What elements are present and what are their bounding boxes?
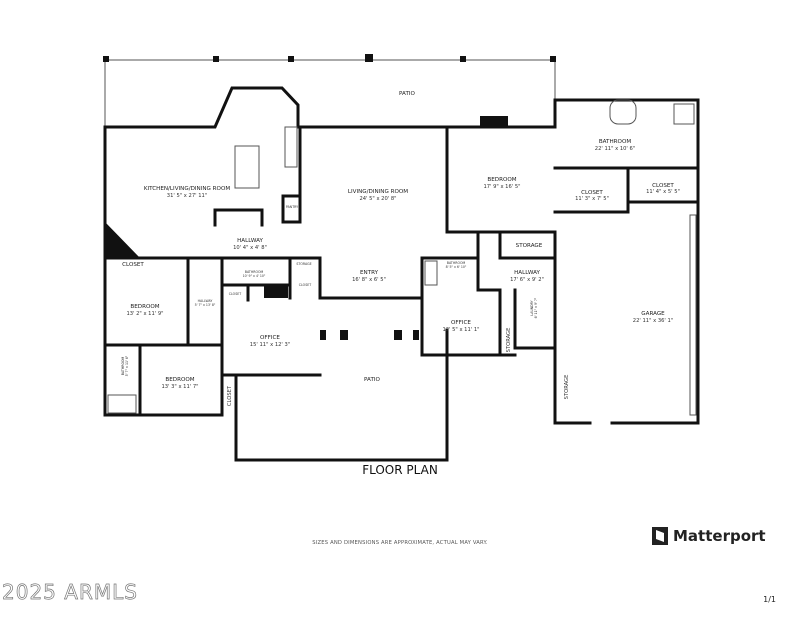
room-closet-bottom: CLOSET xyxy=(227,385,233,406)
room-living: LIVING/DINING ROOM xyxy=(348,189,408,195)
room-garage-dims: 22' 11" x 36' 1" xyxy=(633,318,673,324)
room-laundry-dims: 6' 11" x 9' 7" xyxy=(534,297,538,318)
room-living-dims: 24' 5" x 20' 8" xyxy=(359,196,396,202)
brand-name: Matterport xyxy=(673,527,766,545)
room-hallway-left: HALLWAY xyxy=(198,299,213,303)
room-hallway-right-dims: 17' 6" x 9' 2" xyxy=(510,277,544,283)
room-bedroom-left: BEDROOM xyxy=(130,304,159,310)
disclaimer: SIZES AND DIMENSIONS ARE APPROXIMATE, AC… xyxy=(312,540,488,546)
room-patio-bottom: PATIO xyxy=(364,377,380,383)
watermark: 2025 ARMLS xyxy=(2,580,138,605)
room-hallway-center: HALLWAY xyxy=(237,238,263,244)
room-bathroom-right-dims: 8' 5" x 6' 10" xyxy=(446,265,467,269)
room-storage-mid: STORAGE xyxy=(516,243,543,249)
patio-top xyxy=(103,54,556,127)
room-garage: GARAGE xyxy=(641,311,665,317)
room-closet-left: CLOSET xyxy=(122,262,144,268)
room-patio-top: PATIO xyxy=(399,91,415,97)
room-bedroom-left-dims: 13' 2" x 11' 9" xyxy=(126,311,163,317)
room-labels: PATIO KITCHEN/LIVING/DINING ROOM 31' 5" … xyxy=(121,91,680,406)
plan-title: FLOOR PLAN xyxy=(362,463,438,477)
matterport-logo: Matterport xyxy=(652,527,766,545)
room-bathroom-center-dims: 10' 9" x 4' 10" xyxy=(243,274,266,278)
room-closet-small-2: CLOSET xyxy=(299,283,311,287)
room-master-bath-dims: 22' 11" x 10' 6" xyxy=(595,146,635,152)
room-entry-dims: 16' 8" x 6' 5" xyxy=(352,277,386,283)
room-entry: ENTRY xyxy=(360,270,379,276)
room-bathroom-left: BATHROOM xyxy=(121,357,125,376)
room-office-mid-dims: 15' 11" x 12' 3" xyxy=(250,342,290,348)
page-number: 1/1 xyxy=(763,595,776,604)
room-master-bath: BATHROOM xyxy=(599,139,632,145)
room-bedroom-bottom-dims: 13' 3" x 11' 7" xyxy=(161,384,198,390)
matterport-logo-icon xyxy=(652,527,668,545)
fixtures xyxy=(107,99,697,416)
room-closet-small-1: CLOSET xyxy=(229,292,241,296)
room-office-mid: OFFICE xyxy=(260,335,280,341)
room-kitchen-dims: 31' 5" x 27' 11" xyxy=(167,193,207,199)
room-storage-small: STORAGE xyxy=(296,262,311,266)
room-hallway-right: HALLWAY xyxy=(514,270,540,276)
room-storage-garage: STORAGE xyxy=(564,375,570,400)
room-closet-a: CLOSET xyxy=(581,190,603,196)
room-bedroom-bottom: BEDROOM xyxy=(165,377,194,383)
walls xyxy=(103,86,700,462)
room-bathroom-right: BATHROOM xyxy=(447,261,466,265)
room-hallway-center-dims: 10' 4" x 4' 8" xyxy=(233,245,267,251)
room-storage-laundry: STORAGE xyxy=(506,328,512,353)
room-closet-b-dims: 11' 4" x 5' 5" xyxy=(646,189,680,195)
room-pantry: PANTRY xyxy=(286,205,298,209)
room-bathroom-center: BATHROOM xyxy=(245,270,264,274)
room-office-right-dims: 12' 5" x 11' 1" xyxy=(442,327,479,333)
room-master-bedroom-dims: 17' 9" x 16' 5" xyxy=(483,184,520,190)
room-bathroom-left-dims: 5' 7" x 11' 6" xyxy=(125,355,129,376)
room-office-right: OFFICE xyxy=(451,320,471,326)
room-closet-a-dims: 11' 3" x 7' 5" xyxy=(575,196,609,202)
room-kitchen: KITCHEN/LIVING/DINING ROOM xyxy=(144,186,231,192)
room-closet-b: CLOSET xyxy=(652,183,674,189)
room-hallway-left-dims: 5' 7" x 13' 8" xyxy=(195,303,216,307)
room-master-bedroom: BEDROOM xyxy=(487,177,516,183)
room-laundry: LAUNDRY xyxy=(530,300,534,315)
